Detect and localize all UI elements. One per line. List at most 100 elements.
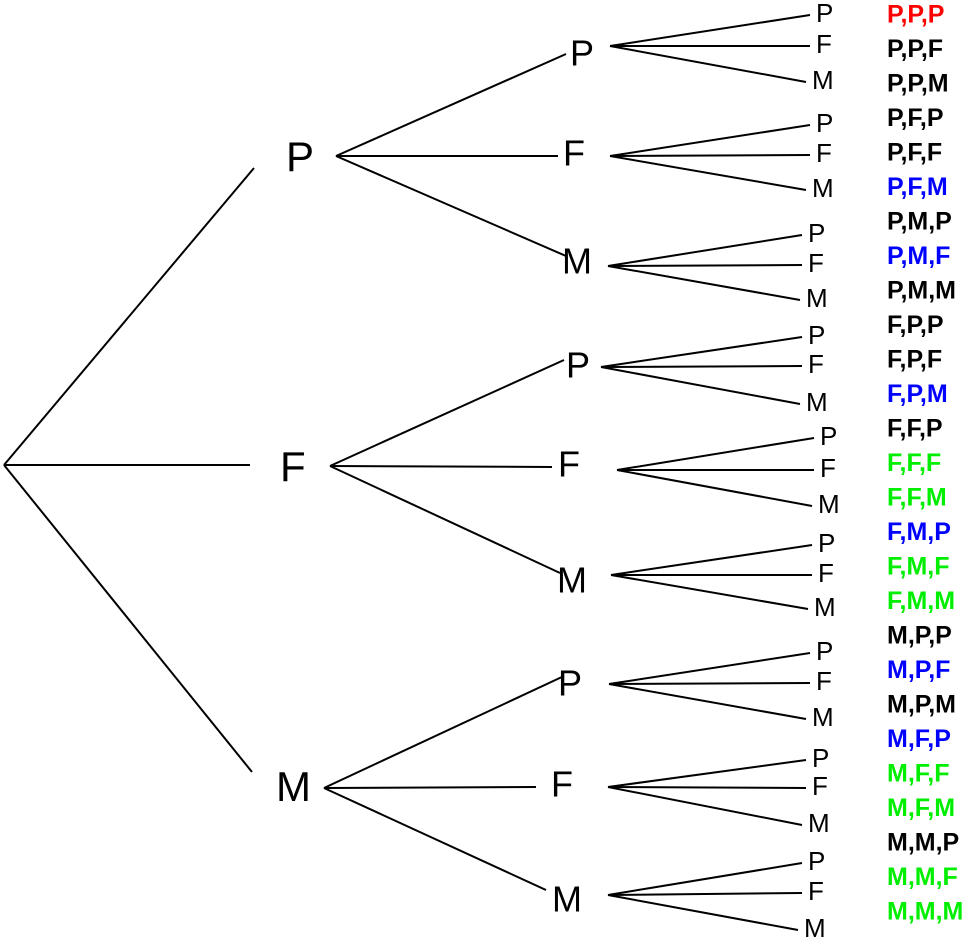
level3-node: M bbox=[808, 808, 830, 838]
outcome-label: M,F,F bbox=[887, 760, 950, 788]
level3-node: P bbox=[818, 528, 835, 558]
edge-level2-1-2-to-0 bbox=[610, 544, 813, 576]
level2-node: F bbox=[551, 764, 573, 805]
level3-node: F bbox=[812, 771, 828, 801]
outcome-label: P,F,M bbox=[887, 173, 948, 201]
level2-node: M bbox=[557, 560, 587, 601]
level3-node: F bbox=[818, 558, 834, 588]
outcome-label: M,M,F bbox=[887, 863, 958, 891]
outcome-label: F,F,P bbox=[887, 415, 943, 443]
level2-node: P bbox=[570, 33, 594, 74]
level3-node: P bbox=[812, 743, 829, 773]
outcome-label: P,M,M bbox=[887, 277, 956, 305]
outcome-label: P,M,F bbox=[887, 242, 950, 270]
outcome-label: P,P,M bbox=[887, 70, 949, 98]
edge-level1-0-to-0 bbox=[335, 53, 567, 157]
outcome-label: P,F,P bbox=[887, 104, 944, 132]
level3-node: M bbox=[814, 592, 836, 622]
level2-node: F bbox=[558, 444, 580, 485]
level3-node: M bbox=[812, 173, 834, 203]
outcome-label: M,F,P bbox=[887, 725, 951, 753]
level1-node: M bbox=[276, 763, 311, 810]
edge-level1-2-to-1 bbox=[323, 786, 537, 789]
edge-level2-1-0-to-0 bbox=[600, 336, 803, 368]
edge-root-to-2 bbox=[3, 464, 253, 773]
level3-node: F bbox=[808, 248, 824, 278]
level2-node: P bbox=[558, 663, 582, 704]
level3-node: M bbox=[806, 387, 828, 417]
outcome-label: M,M,M bbox=[887, 898, 963, 926]
edge-level2-0-1-to-0 bbox=[609, 124, 811, 157]
level3-node: P bbox=[808, 846, 825, 876]
edge-level2-2-2-to-0 bbox=[607, 862, 803, 896]
edge-level2-0-1-to-2 bbox=[609, 155, 807, 191]
level3-node: F bbox=[808, 876, 824, 906]
edge-level2-0-0-to-0 bbox=[609, 14, 811, 47]
edge-level1-1-to-2 bbox=[329, 465, 561, 574]
level3-node: F bbox=[816, 666, 832, 696]
outcome-label: F,F,F bbox=[887, 449, 941, 477]
level3-node: F bbox=[808, 349, 824, 379]
edge-level2-1-1-to-2 bbox=[616, 469, 813, 507]
level3-node: M bbox=[804, 913, 826, 943]
outcome-label: M,P,F bbox=[887, 656, 950, 684]
tree-edges bbox=[3, 14, 815, 931]
outcome-label: P,F,F bbox=[887, 139, 942, 167]
edge-level2-0-2-to-1 bbox=[607, 264, 803, 267]
level2-node: F bbox=[563, 133, 585, 174]
edge-level1-1-to-1 bbox=[329, 465, 553, 468]
edge-level2-2-1-to-0 bbox=[607, 759, 807, 788]
outcome-label: P,P,F bbox=[887, 35, 943, 63]
level1-node: P bbox=[286, 133, 314, 180]
level1-node: F bbox=[280, 443, 306, 490]
outcome-list: P,P,P P,P,F P,P,M P,F,P P,F,F P,F,M P,M,P P,M,F… bbox=[887, 1, 963, 926]
level3-node: M bbox=[812, 702, 834, 732]
edge-level1-0-to-2 bbox=[335, 155, 567, 257]
outcome-label: M,F,M bbox=[887, 794, 955, 822]
edge-level1-2-to-0 bbox=[323, 675, 565, 789]
level3-node: M bbox=[812, 65, 834, 95]
level3-node: F bbox=[816, 29, 832, 59]
edge-level2-2-1-to-1 bbox=[607, 786, 807, 789]
outcome-label: F,M,P bbox=[887, 518, 951, 546]
edge-level2-2-2-to-1 bbox=[607, 892, 803, 896]
edge-level2-1-2-to-2 bbox=[610, 574, 809, 610]
level3-node: P bbox=[816, 108, 833, 138]
outcome-label: M,P,P bbox=[887, 622, 952, 650]
edge-level1-1-to-0 bbox=[329, 359, 565, 467]
edge-level2-0-2-to-0 bbox=[607, 234, 803, 267]
level3-node: M bbox=[806, 283, 828, 313]
level3-node: M bbox=[818, 489, 840, 519]
level2-node: M bbox=[562, 241, 592, 282]
level2-node: M bbox=[552, 879, 582, 920]
outcome-label: F,P,F bbox=[887, 346, 942, 374]
outcome-label: P,P,P bbox=[887, 1, 944, 29]
edge-level2-0-2-to-2 bbox=[607, 265, 801, 301]
level3-node: P bbox=[808, 320, 825, 350]
edge-root-to-0 bbox=[3, 167, 255, 466]
outcome-label: M,P,M bbox=[887, 691, 956, 719]
outcome-label: F,M,F bbox=[887, 553, 950, 581]
edge-level2-1-0-to-1 bbox=[600, 365, 803, 368]
edge-level2-0-1-to-1 bbox=[609, 154, 811, 157]
outcome-label: F,M,M bbox=[887, 587, 955, 615]
edge-level2-1-0-to-2 bbox=[600, 366, 801, 405]
edge-level2-0-0-to-2 bbox=[609, 45, 807, 83]
level2-node: P bbox=[566, 345, 590, 386]
edge-level2-2-0-to-0 bbox=[608, 652, 811, 685]
edge-level1-2-to-2 bbox=[323, 787, 547, 891]
edge-level2-2-2-to-2 bbox=[607, 894, 799, 931]
outcome-label: P,M,P bbox=[887, 208, 952, 236]
outcome-label: F,F,M bbox=[887, 484, 947, 512]
edge-level2-1-1-to-0 bbox=[616, 437, 815, 471]
level3-node: P bbox=[816, 0, 833, 28]
outcome-label: M,M,P bbox=[887, 829, 959, 857]
edge-level2-2-1-to-2 bbox=[607, 786, 803, 826]
edge-level2-2-0-to-1 bbox=[608, 682, 811, 685]
outcome-label: F,P,P bbox=[887, 311, 944, 339]
outcome-label: F,P,M bbox=[887, 380, 948, 408]
level3-node: P bbox=[820, 421, 837, 451]
level3-node: P bbox=[816, 636, 833, 666]
